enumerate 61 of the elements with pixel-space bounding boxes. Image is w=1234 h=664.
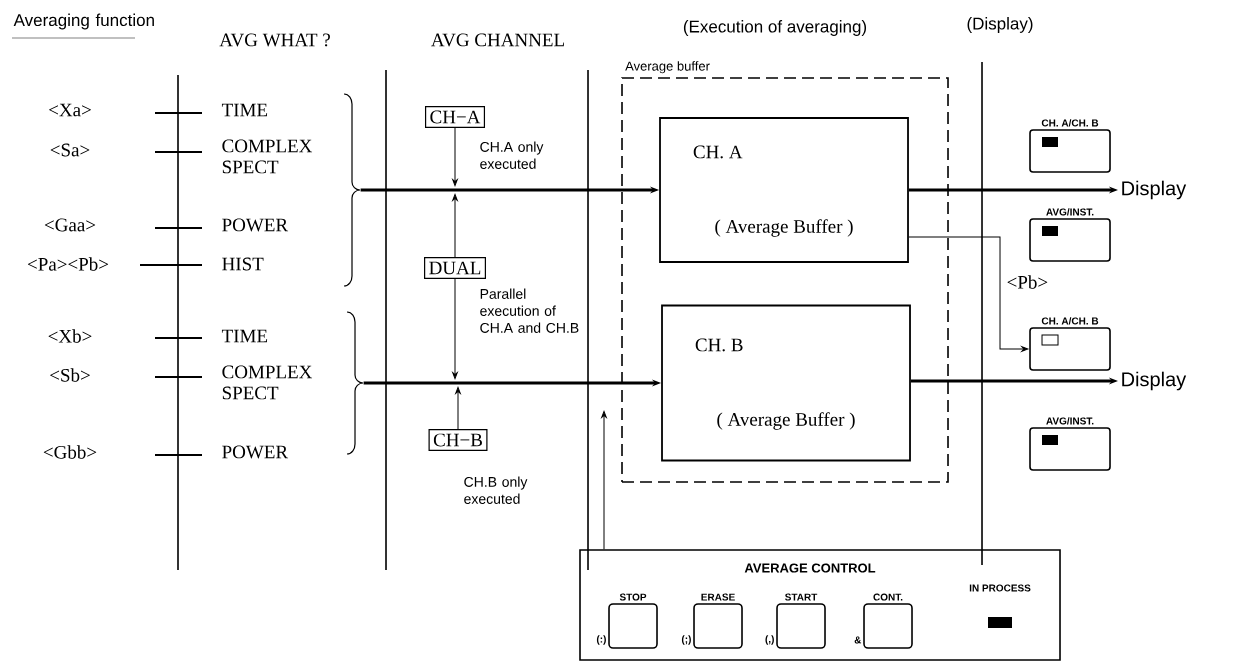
key-symbol: (,): [765, 635, 774, 645]
function-label: <Gaa>: [44, 218, 96, 232]
note-text: CH.A only executed: [480, 141, 544, 169]
node-label: AVG/INST.: [1046, 417, 1094, 425]
push-button: START: [776, 593, 826, 649]
brace: [346, 311, 364, 455]
function-label: <Sa>: [50, 143, 90, 157]
quantity-label: POWER: [222, 445, 289, 459]
display-panel: CH. A/CH. B: [1029, 317, 1111, 371]
column-heading: AVG WHAT ?: [219, 33, 330, 47]
node-label: AVG/INST.: [1046, 208, 1094, 216]
buffer-box: CH. A ( Average Buffer ): [659, 117, 909, 263]
edge-label: <Pb>: [1005, 274, 1050, 290]
push-button: CONT.: [863, 593, 913, 649]
function-label: <Xa>: [49, 103, 91, 117]
column-heading: (Display): [967, 17, 1033, 33]
note-text: CH.B only executed: [464, 476, 528, 504]
arrow: [452, 127, 458, 187]
key-symbol: (;): [681, 635, 691, 645]
node-label: Average buffer: [625, 61, 710, 74]
node-label: IN PROCESS: [969, 584, 1031, 592]
arrow: [601, 410, 607, 550]
node-label: CH. A/CH. B: [1041, 119, 1099, 127]
display-panel: AVG/INST.: [1029, 417, 1111, 471]
buffer-box: CH. B ( Average Buffer ): [661, 304, 911, 462]
node-label: ERASE: [701, 593, 735, 601]
heading: Averaging function: [13, 13, 154, 30]
function-label: <Gbb>: [43, 445, 97, 459]
node-label: STOP: [619, 593, 647, 601]
function-label: <Pa><Pb>: [28, 257, 109, 271]
push-button: ERASE: [693, 593, 743, 649]
quantity-label: POWER: [222, 218, 289, 232]
column-heading: (Execution of averaging): [683, 20, 867, 36]
node-label: CONT.: [873, 593, 903, 601]
node-label: START: [785, 593, 818, 601]
display-panel: AVG/INST.: [1029, 208, 1111, 262]
push-button: STOP: [608, 593, 658, 649]
function-label: <Sb>: [50, 368, 90, 382]
arrow: [455, 386, 461, 430]
quantity-label: HIST: [222, 257, 264, 271]
node-label: CH. A/CH. B: [1041, 317, 1099, 325]
status-indicator: IN PROCESS: [969, 584, 1031, 628]
arrow: [908, 236, 1029, 352]
arrow: [452, 278, 458, 380]
key-symbol: &: [854, 636, 862, 644]
quantity-label: TIME: [221, 329, 268, 343]
channel-box: CH−A: [425, 106, 486, 128]
quantity-label: COMPLEX SPECT: [222, 365, 313, 400]
quantity-label: COMPLEX SPECT: [222, 139, 313, 174]
display-panel: CH. A/CH. B: [1029, 119, 1111, 173]
key-symbol: (:): [596, 635, 606, 645]
arrow: [452, 193, 458, 258]
function-label: <Xb>: [48, 329, 92, 343]
quantity-label: TIME: [221, 103, 268, 117]
note-text: Parallel execution of CH.A and CH.B: [480, 288, 579, 333]
channel-box: CH−B: [428, 429, 488, 451]
output-label: Display: [1122, 371, 1187, 391]
output-label: Display: [1122, 180, 1187, 200]
channel-box: DUAL: [424, 257, 486, 279]
column-heading: AVG CHANNEL: [431, 33, 564, 47]
brace: [343, 93, 361, 287]
